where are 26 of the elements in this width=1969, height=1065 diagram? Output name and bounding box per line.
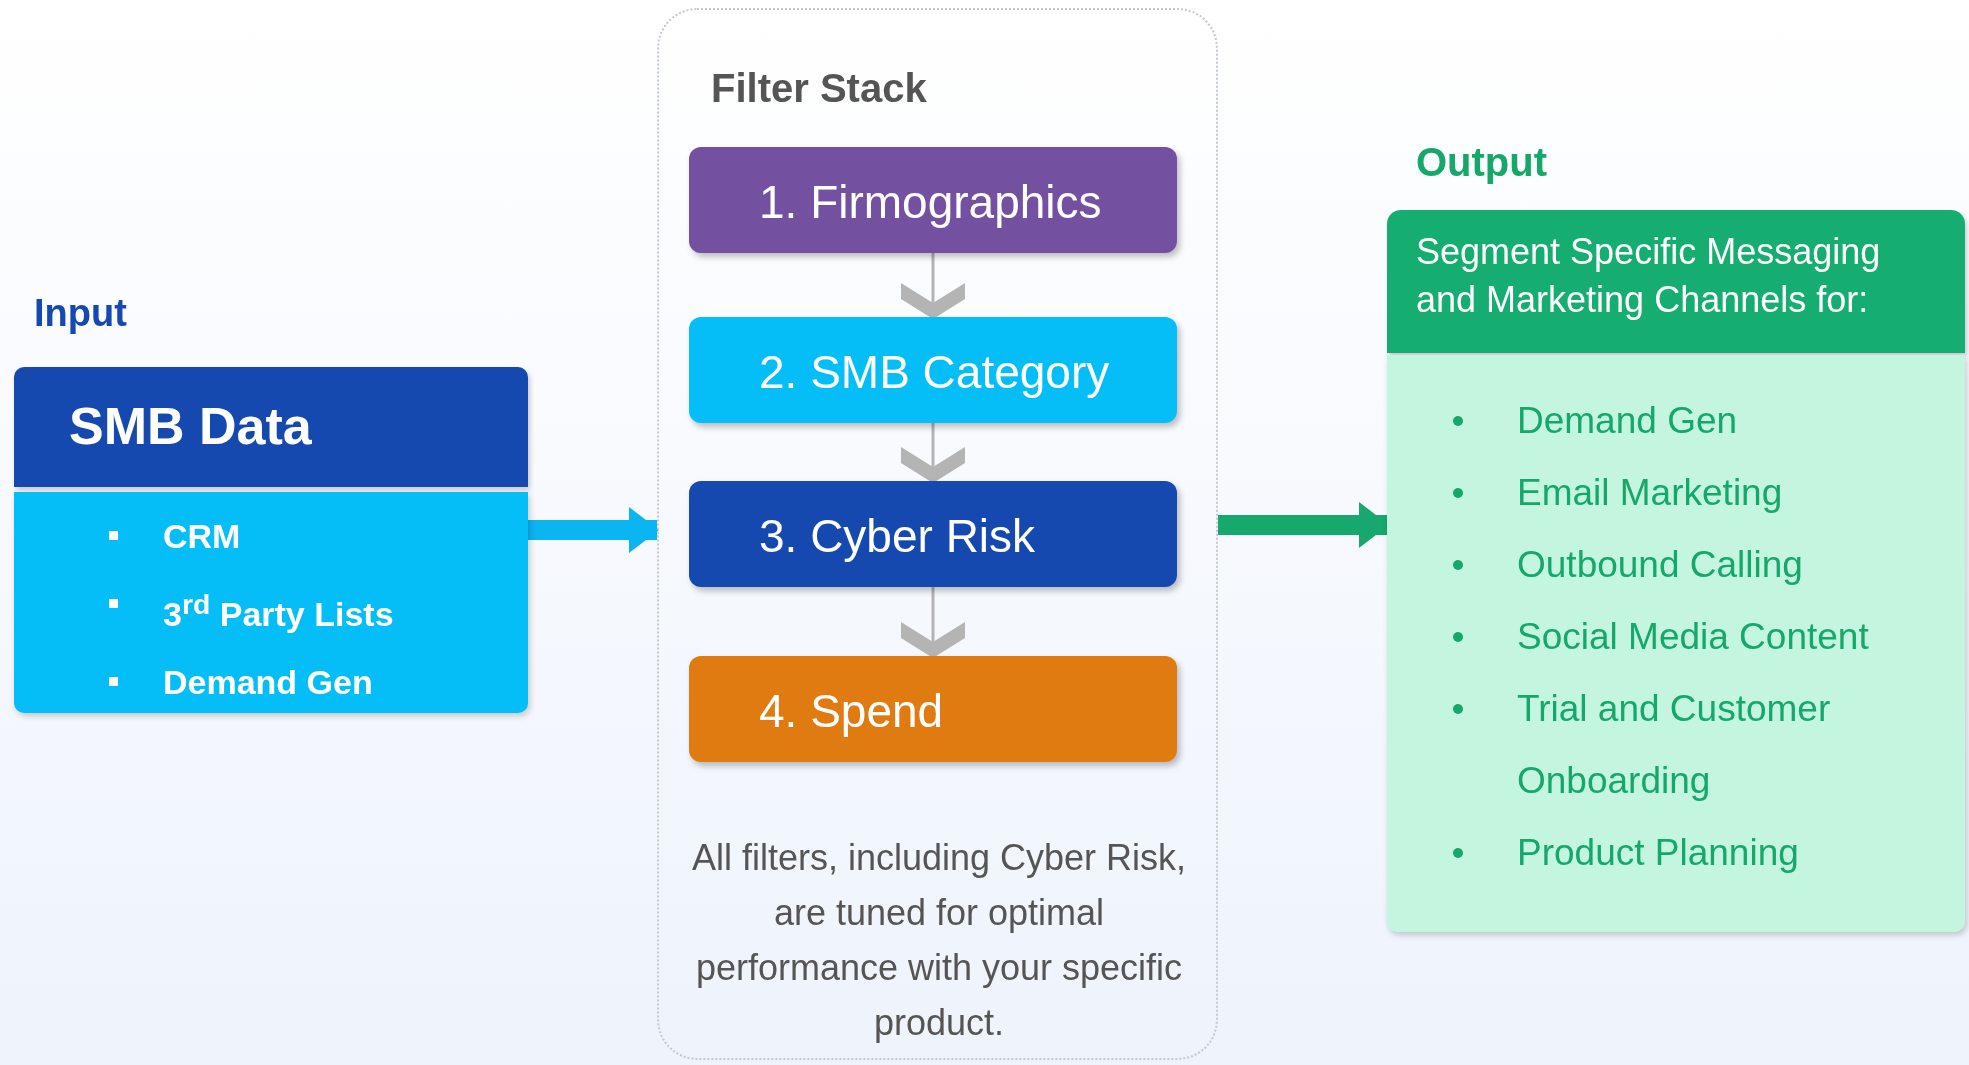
arrow — [528, 507, 659, 553]
header-title: SMB Data — [69, 396, 313, 457]
filter-step-box — [689, 481, 1177, 587]
arrow — [1218, 502, 1389, 548]
list-item: Product Planning — [1517, 831, 1799, 875]
list-item: Outbound Calling — [1517, 543, 1803, 587]
section-heading: Output — [1416, 140, 1548, 185]
list-item: Email Marketing — [1517, 471, 1783, 515]
filter-step-box — [689, 317, 1177, 423]
filter-step-box — [689, 656, 1177, 762]
list-item: Demand Gen — [1517, 399, 1738, 443]
panel-heading: Filter Stack — [711, 66, 927, 111]
list-item: Demand Gen — [163, 662, 373, 704]
step-label: 1. Firmographics — [759, 175, 1102, 229]
filter-step-box — [689, 147, 1177, 253]
list-item: 3$^{rd}$ Party Lists — [163, 587, 394, 636]
note-text: All filters, including Cyber Risk, are tuned for optimal performance with your specific product. — [690, 836, 1188, 1045]
list-item: CRM — [163, 516, 241, 557]
step-label: 2. SMB Category — [759, 345, 1110, 399]
list-item: Social Media Content — [1517, 615, 1869, 659]
header-text: Segment Specific Messaging and Marketing Channels for: — [1416, 230, 1882, 322]
section-heading: Input — [34, 292, 127, 335]
step-label: 3. Cyber Risk — [759, 509, 1036, 563]
step-label: 4. Spend — [759, 684, 944, 738]
filter-stack-panel — [657, 8, 1218, 1060]
list-item: Trial and Customer Onboarding — [1517, 687, 1832, 803]
